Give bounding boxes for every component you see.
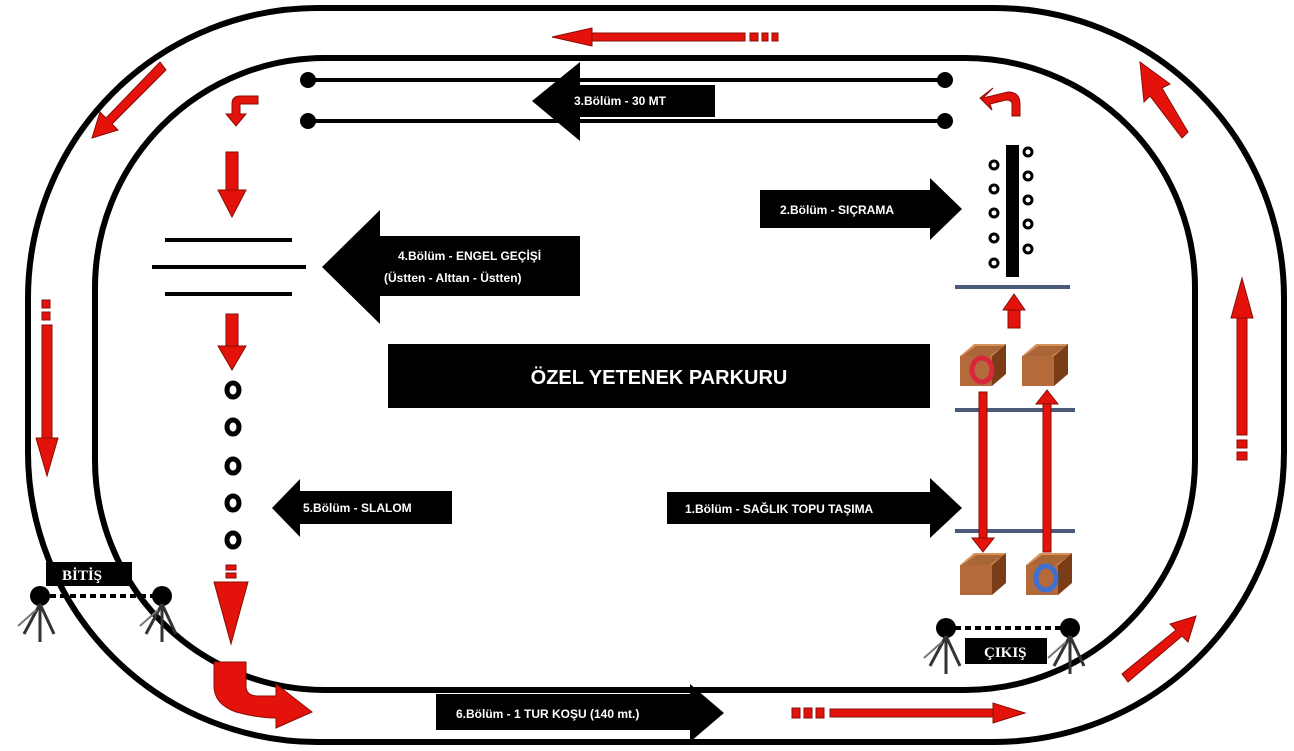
tripod-icon <box>922 616 962 676</box>
sprint-lanes <box>300 72 953 129</box>
outer-track <box>25 5 1287 745</box>
start-text: ÇIKIŞ <box>984 645 1027 661</box>
section6-label: 6.Bölüm - 1 TUR KOŞU (140 mt.) <box>436 684 724 742</box>
slalom-cone-icon <box>224 380 242 550</box>
section5-text: 5.Bölüm - SLALOM <box>303 501 412 515</box>
section5-label: 5.Bölüm - SLALOM <box>272 479 452 537</box>
finish-text: BİTİŞ <box>62 567 102 584</box>
jump-ladder <box>988 145 1034 277</box>
medicine-box-icon <box>1022 344 1068 386</box>
section4-text-line1: 4.Bölüm - ENGEL GEÇİŞİ <box>398 248 541 263</box>
section2-text: 2.Bölüm - SIÇRAMA <box>780 203 894 217</box>
medicine-box-icon <box>960 344 1006 386</box>
medicine-box-icon <box>1026 553 1072 595</box>
hurdle-icon <box>152 238 306 296</box>
section3-text: 3.Bölüm - 30 MT <box>574 94 667 108</box>
course-title: ÖZEL YETENEK PARKURU <box>388 344 930 408</box>
direction-arrow-icon <box>35 27 1254 729</box>
start-gate: ÇIKIŞ <box>922 616 1086 676</box>
section4-text-line2: (Üstten - Alttan - Üstten) <box>384 270 522 285</box>
section6-text: 6.Bölüm - 1 TUR KOŞU (140 mt.) <box>456 707 639 721</box>
section3-label: 3.Bölüm - 30 MT <box>532 62 715 141</box>
medicine-box-icon <box>960 553 1006 595</box>
tripod-icon <box>16 584 56 644</box>
title-text: ÖZEL YETENEK PARKURU <box>531 366 788 389</box>
section4-label: 4.Bölüm - ENGEL GEÇİŞİ (Üstten - Alttan … <box>322 210 580 324</box>
section2-label: 2.Bölüm - SIÇRAMA <box>760 178 962 240</box>
section1-text: 1.Bölüm - SAĞLIK TOPU TAŞIMA <box>685 501 874 516</box>
inner-track <box>92 55 1198 693</box>
section1-label: 1.Bölüm - SAĞLIK TOPU TAŞIMA <box>667 478 962 538</box>
finish-gate: BİTİŞ <box>16 562 178 644</box>
